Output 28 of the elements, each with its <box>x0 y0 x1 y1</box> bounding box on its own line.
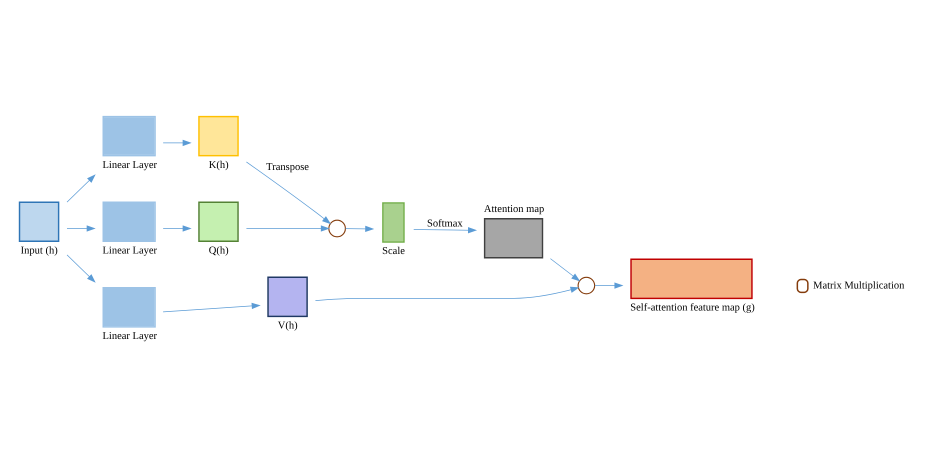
arrow <box>162 224 192 232</box>
node-label: V(h) <box>278 320 298 332</box>
arrow <box>550 258 580 281</box>
arrow <box>162 302 261 312</box>
node-label: Linear Layer <box>102 330 158 342</box>
node-label: Scale <box>382 246 405 257</box>
node-circle <box>578 276 596 294</box>
node-label: Linear Layer <box>102 159 158 170</box>
node-label: Self-attention feature map (g) <box>630 302 755 313</box>
node-label: Linear Layer <box>102 244 158 256</box>
arrow <box>315 286 580 300</box>
arrow <box>162 139 192 146</box>
edge-label: Transpose <box>266 162 309 173</box>
node-circle <box>328 219 346 237</box>
arrow <box>66 224 96 232</box>
arrow <box>413 226 478 233</box>
edge-label: Softmax <box>427 218 463 229</box>
legend-label: Matrix Multiplication <box>813 280 904 292</box>
arrow <box>246 224 330 232</box>
node-label: Q(h) <box>208 244 229 256</box>
arrow <box>66 174 96 202</box>
arrow <box>66 254 96 282</box>
arrow <box>345 225 374 232</box>
arrow <box>594 282 624 288</box>
node-label: K(h) <box>208 159 229 170</box>
node-label: Input (h) <box>20 244 58 256</box>
arrow <box>246 161 332 224</box>
node-label: Attention map <box>484 204 544 215</box>
